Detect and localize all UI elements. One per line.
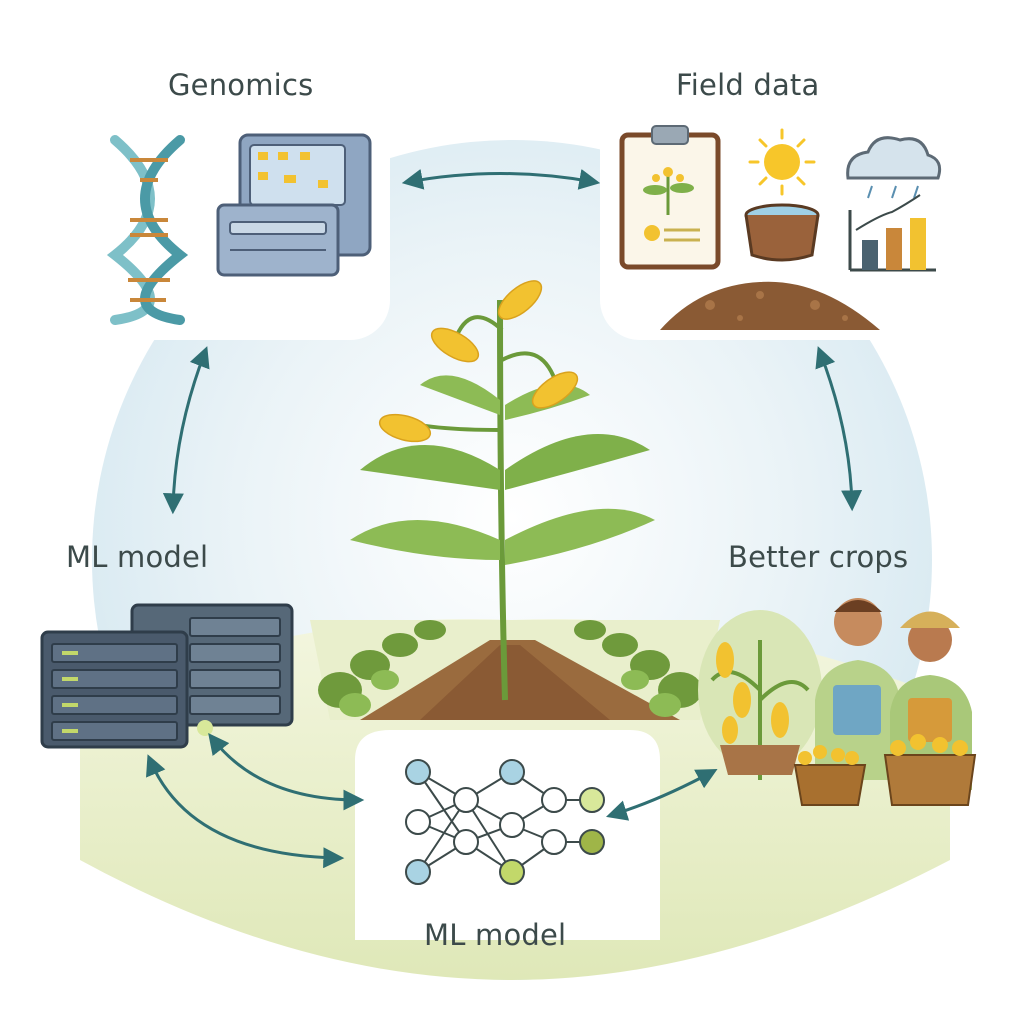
arrow-network-better bbox=[605, 769, 718, 821]
sun-icon bbox=[748, 128, 816, 196]
harvest-basket-icon bbox=[793, 734, 977, 806]
neural-network-icon bbox=[405, 759, 605, 885]
node-label-genomics: Genomics bbox=[168, 68, 314, 102]
sequencer-machine-icon bbox=[216, 133, 372, 277]
dna-helix-icon bbox=[106, 135, 189, 325]
node-label-field-data: Field data bbox=[676, 68, 820, 102]
soil-pile-icon bbox=[660, 281, 880, 330]
cloud-rain-icon bbox=[846, 136, 942, 199]
corn-plant-icon bbox=[698, 610, 822, 780]
bar-chart-icon bbox=[848, 194, 936, 272]
crop-field-icon bbox=[310, 620, 720, 720]
arrow-genomics-mlleft bbox=[162, 346, 210, 515]
arrow-genomics-field bbox=[401, 169, 601, 190]
node-label-better-crops: Better crops bbox=[728, 540, 909, 574]
arrow-field-better bbox=[815, 346, 863, 512]
flow-arrows bbox=[146, 169, 863, 869]
server-rack-icon bbox=[40, 603, 294, 749]
arrow-mlleft-network-lower bbox=[146, 754, 345, 869]
water-tub-icon bbox=[744, 203, 820, 262]
clipboard-plant-icon bbox=[619, 125, 721, 270]
grain-plant-icon bbox=[350, 280, 655, 701]
node-label-ml-model-left: ML model bbox=[66, 540, 209, 574]
node-label-ml-model-bottom: ML model bbox=[424, 918, 567, 952]
